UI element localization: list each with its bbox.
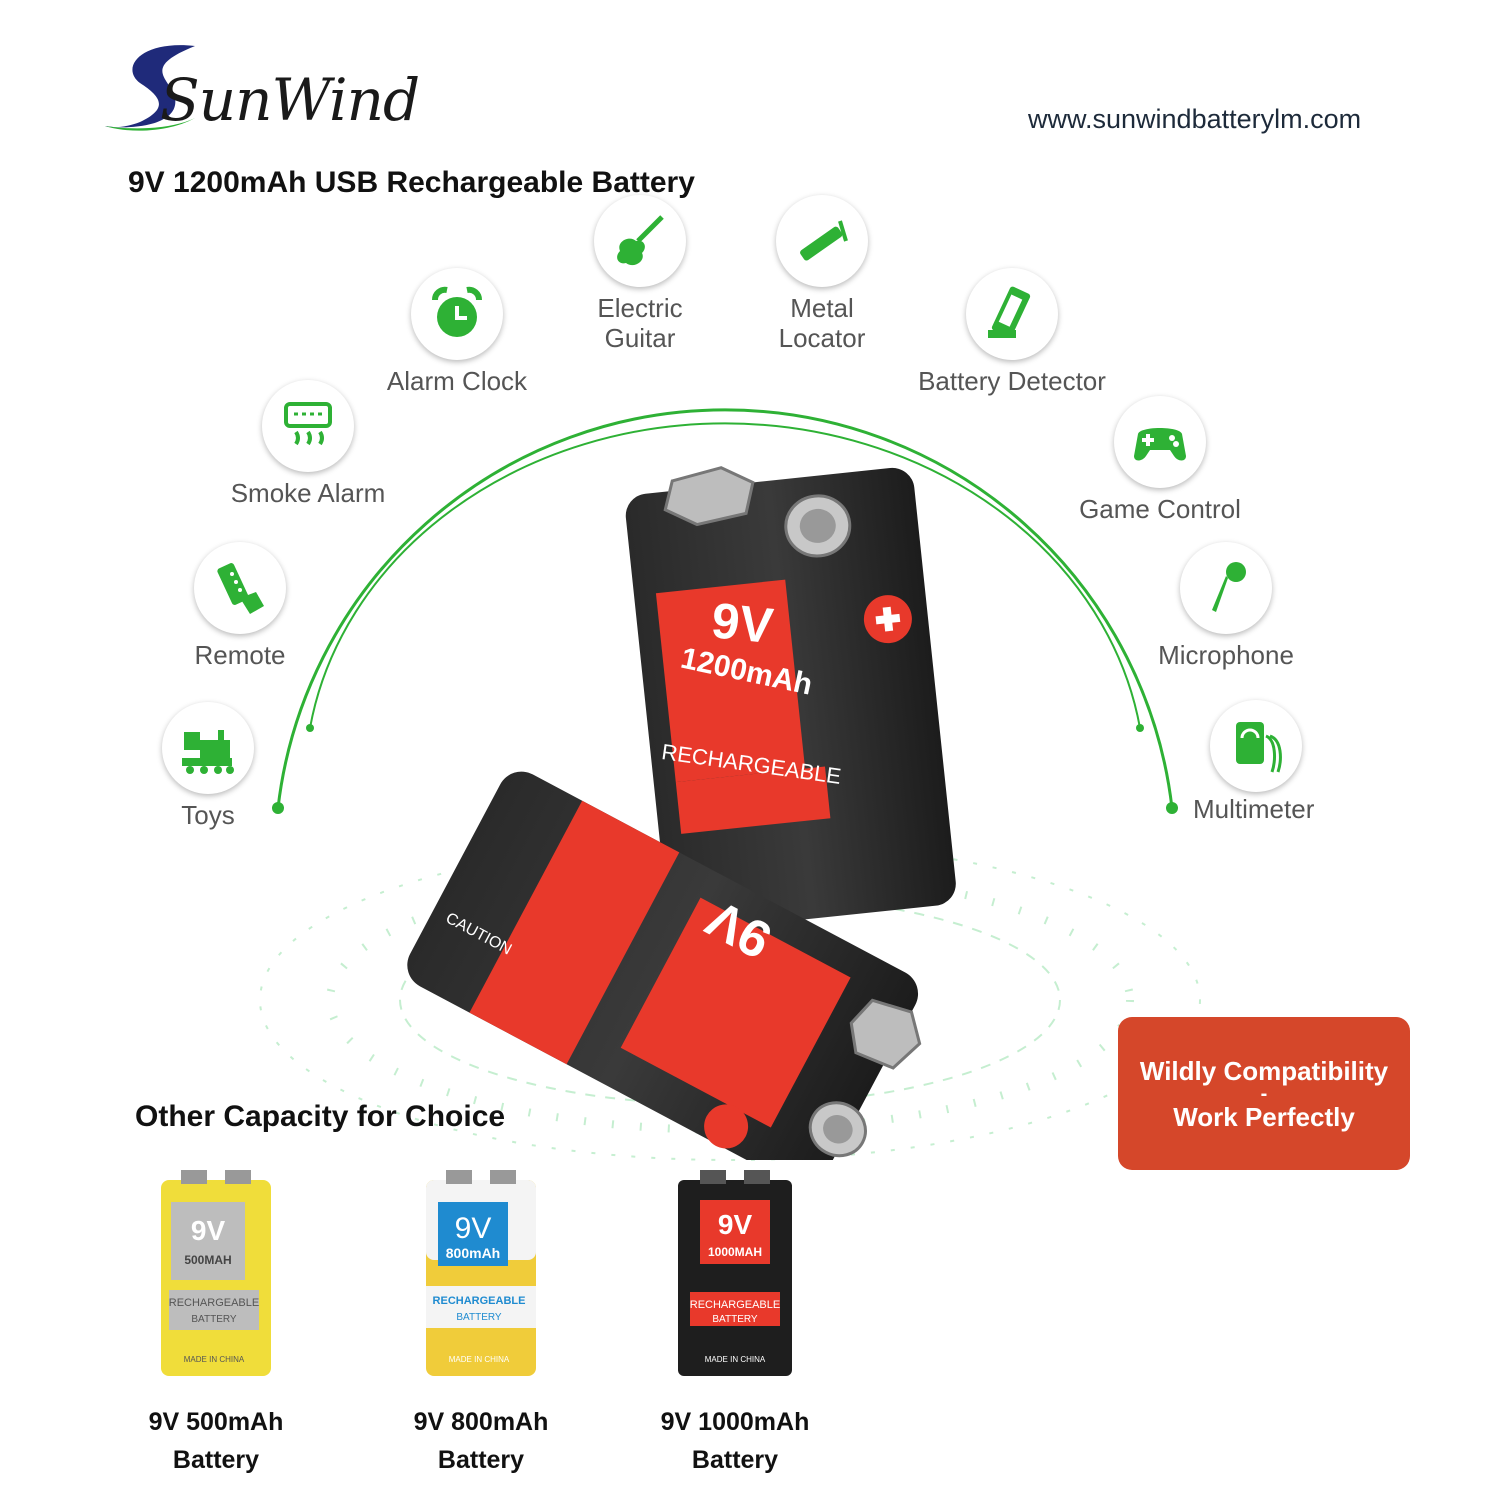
app-label-line2: Locator	[778, 323, 866, 353]
app-label-line1: Electric	[597, 293, 683, 323]
app-label: Toys	[181, 800, 235, 830]
battery-800mah-image: 9V 800mAh RECHARGEABLE BATTERY MADE IN C…	[426, 1170, 536, 1376]
app-toys: Toys	[98, 702, 318, 830]
svg-text:500MAH: 500MAH	[184, 1253, 231, 1267]
standing-battery	[625, 466, 956, 932]
app-label-line2: Guitar	[604, 323, 676, 353]
website-url[interactable]: www.sunwindbatterylm.com	[1028, 104, 1362, 134]
swoosh-logo-icon	[105, 45, 195, 131]
app-label-line1: Metal	[790, 293, 854, 323]
svg-text:MADE IN CHINA: MADE IN CHINA	[705, 1355, 766, 1364]
app-alarm-clock: Alarm Clock	[347, 268, 567, 396]
promo-line2: Work Perfectly	[1173, 1101, 1355, 1132]
multimeter-icon	[1210, 700, 1302, 792]
guitar-icon	[594, 195, 686, 287]
gamepad-icon	[1114, 396, 1206, 488]
brand-logo: SunWind	[100, 38, 420, 138]
app-remote: Remote	[130, 542, 350, 670]
toy-train-icon	[162, 702, 254, 794]
app-label: Alarm Clock	[386, 366, 528, 396]
other-capacity-title: Other Capacity for Choice	[135, 1100, 506, 1133]
svg-text:9V: 9V	[191, 1215, 226, 1246]
lying-battery	[407, 771, 922, 1160]
svg-text:BATTERY: BATTERY	[456, 1312, 502, 1323]
svg-text:RECHARGEABLE: RECHARGEABLE	[433, 1295, 526, 1307]
svg-text:9V: 9V	[718, 1209, 753, 1240]
battery-voltage: 9V	[709, 592, 776, 654]
app-electric-guitar: Electric Guitar	[530, 195, 750, 353]
svg-text:MADE IN CHINA: MADE IN CHINA	[449, 1355, 510, 1364]
choice-label-line1: 9V 800mAh	[413, 1408, 549, 1436]
battery-made-in: MADE IN CHINA	[455, 706, 556, 770]
svg-text:MADE IN CHINA: MADE IN CHINA	[184, 1355, 245, 1364]
app-metal-locator: Metal Locator	[712, 195, 932, 353]
app-label: Battery Detector	[918, 366, 1106, 396]
svg-text:BATTERY: BATTERY	[712, 1314, 758, 1325]
app-label: Microphone	[1158, 640, 1294, 670]
promo-badge: Wildly Compatibility - Work Perfectly	[1118, 1017, 1410, 1170]
promo-dash: -	[1260, 1082, 1268, 1105]
svg-text:9V: 9V	[455, 1212, 492, 1245]
main-battery-illustration: 9V 1200mAh RECHARGEABLE 9V CAUTION MADE …	[407, 466, 956, 1160]
app-battery-detector: Battery Detector	[902, 268, 1122, 396]
metal-detector-icon	[776, 195, 868, 287]
remote-control-icon	[194, 542, 286, 634]
app-label-multimeter: Multimeter	[1193, 794, 1315, 824]
svg-text:RECHARGEABLE: RECHARGEABLE	[690, 1299, 780, 1311]
svg-text:RECHARGEABLE: RECHARGEABLE	[169, 1297, 259, 1309]
smoke-detector-icon	[262, 380, 354, 472]
svg-text:800mAh: 800mAh	[446, 1245, 500, 1261]
battery-1000mah-image: 9V 1000MAH RECHARGEABLE BATTERY MADE IN …	[678, 1170, 792, 1376]
choice-label-line2: Battery	[172, 1446, 260, 1474]
app-label: Remote	[194, 640, 286, 670]
app-microphone: Microphone	[1116, 542, 1336, 670]
app-smoke-alarm: Smoke Alarm	[198, 380, 418, 508]
microphone-icon	[1180, 542, 1272, 634]
app-game-control: Game Control	[1050, 396, 1270, 524]
brand-name: SunWind	[160, 66, 420, 134]
choice-label-line2: Battery	[437, 1446, 525, 1474]
battery-tester-icon	[966, 268, 1058, 360]
choice-label-line1: 9V 500mAh	[148, 1408, 284, 1436]
page-title: 9V 1200mAh USB Rechargeable Battery	[128, 166, 695, 199]
choice-500mah[interactable]: 9V 500MAH RECHARGEABLE BATTERY MADE IN C…	[86, 1168, 346, 1479]
promo-line1: Wildly Compatibility	[1139, 1055, 1389, 1086]
choice-label-line2: Battery	[691, 1446, 779, 1474]
choice-800mah[interactable]: 9V 800mAh RECHARGEABLE BATTERY MADE IN C…	[351, 1168, 611, 1479]
svg-text:1000MAH: 1000MAH	[708, 1245, 762, 1259]
app-label: Game Control	[1079, 494, 1241, 524]
choice-label: 9V 800mAh Battery	[351, 1403, 611, 1479]
battery-500mah-image: 9V 500MAH RECHARGEABLE BATTERY MADE IN C…	[161, 1170, 271, 1376]
choice-1000mah[interactable]: 9V 1000MAH RECHARGEABLE BATTERY MADE IN …	[605, 1168, 865, 1479]
app-label: Smoke Alarm	[230, 478, 386, 508]
choice-label-line1: 9V 1000mAh	[660, 1408, 810, 1436]
choice-label: 9V 1000mAh Battery	[605, 1403, 865, 1479]
app-multimeter	[1146, 700, 1366, 792]
alarm-clock-icon	[411, 268, 503, 360]
svg-text:BATTERY: BATTERY	[191, 1314, 237, 1325]
choice-label: 9V 500mAh Battery	[86, 1403, 346, 1479]
